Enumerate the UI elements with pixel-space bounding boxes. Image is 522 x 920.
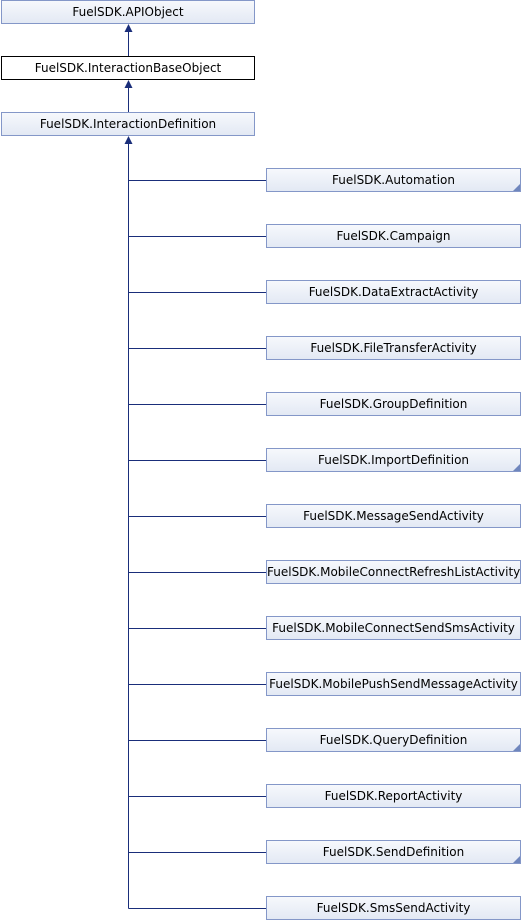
- class-name-label: FuelSDK.ImportDefinition: [317, 453, 470, 467]
- class-name-label: FuelSDK.InteractionBaseObject: [34, 61, 222, 75]
- truncated-corner-marker: [513, 184, 520, 191]
- class-name-label: FuelSDK.QueryDefinition: [319, 733, 468, 747]
- class-name-label: FuelSDK.SendDefinition: [322, 845, 465, 859]
- class-node-mobile-connect-send-sms-activity[interactable]: FuelSDK.MobileConnectSendSmsActivity: [266, 616, 521, 640]
- class-name-label: FuelSDK.MobilePushSendMessageActivity: [269, 677, 518, 691]
- class-node-interaction-definition[interactable]: FuelSDK.InteractionDefinition: [1, 112, 255, 136]
- class-node-import-definition[interactable]: FuelSDK.ImportDefinition: [266, 448, 521, 472]
- class-node-send-definition[interactable]: FuelSDK.SendDefinition: [266, 840, 521, 864]
- class-node-interaction-base-object: FuelSDK.InteractionBaseObject: [1, 56, 255, 80]
- class-name-label: FuelSDK.APIObject: [72, 5, 184, 19]
- class-node-automation[interactable]: FuelSDK.Automation: [266, 168, 521, 192]
- inheritance-arrow-head: [124, 136, 133, 144]
- class-name-label: FuelSDK.DataExtractActivity: [308, 285, 479, 299]
- class-node-mobile-connect-refresh-list-activity[interactable]: FuelSDK.MobileConnectRefreshListActivity: [266, 560, 521, 584]
- class-node-query-definition[interactable]: FuelSDK.QueryDefinition: [266, 728, 521, 752]
- class-node-sms-send-activity[interactable]: FuelSDK.SmsSendActivity: [266, 896, 521, 920]
- class-name-label: FuelSDK.MobileConnectRefreshListActivity: [267, 565, 521, 579]
- class-name-label: FuelSDK.Campaign: [336, 229, 451, 243]
- class-node-campaign[interactable]: FuelSDK.Campaign: [266, 224, 521, 248]
- class-name-label: FuelSDK.InteractionDefinition: [39, 117, 217, 131]
- class-name-label: FuelSDK.Automation: [332, 173, 455, 187]
- class-name-label: FuelSDK.MessageSendActivity: [303, 509, 484, 523]
- truncated-corner-marker: [513, 464, 520, 471]
- class-node-api-object[interactable]: FuelSDK.APIObject: [1, 0, 255, 24]
- class-node-message-send-activity[interactable]: FuelSDK.MessageSendActivity: [266, 504, 521, 528]
- truncated-corner-marker: [513, 856, 520, 863]
- class-node-file-transfer-activity[interactable]: FuelSDK.FileTransferActivity: [266, 336, 521, 360]
- class-node-report-activity[interactable]: FuelSDK.ReportActivity: [266, 784, 521, 808]
- class-name-label: FuelSDK.MobileConnectSendSmsActivity: [272, 621, 515, 635]
- class-name-label: FuelSDK.GroupDefinition: [319, 397, 468, 411]
- inheritance-arrow-head: [124, 24, 133, 32]
- class-node-data-extract-activity[interactable]: FuelSDK.DataExtractActivity: [266, 280, 521, 304]
- class-name-label: FuelSDK.ReportActivity: [324, 789, 463, 803]
- inheritance-arrow-head: [124, 80, 133, 88]
- class-node-mobile-push-send-message-activity[interactable]: FuelSDK.MobilePushSendMessageActivity: [266, 672, 521, 696]
- class-name-label: FuelSDK.FileTransferActivity: [310, 341, 477, 355]
- class-node-group-definition[interactable]: FuelSDK.GroupDefinition: [266, 392, 521, 416]
- truncated-corner-marker: [513, 744, 520, 751]
- class-name-label: FuelSDK.SmsSendActivity: [316, 901, 471, 915]
